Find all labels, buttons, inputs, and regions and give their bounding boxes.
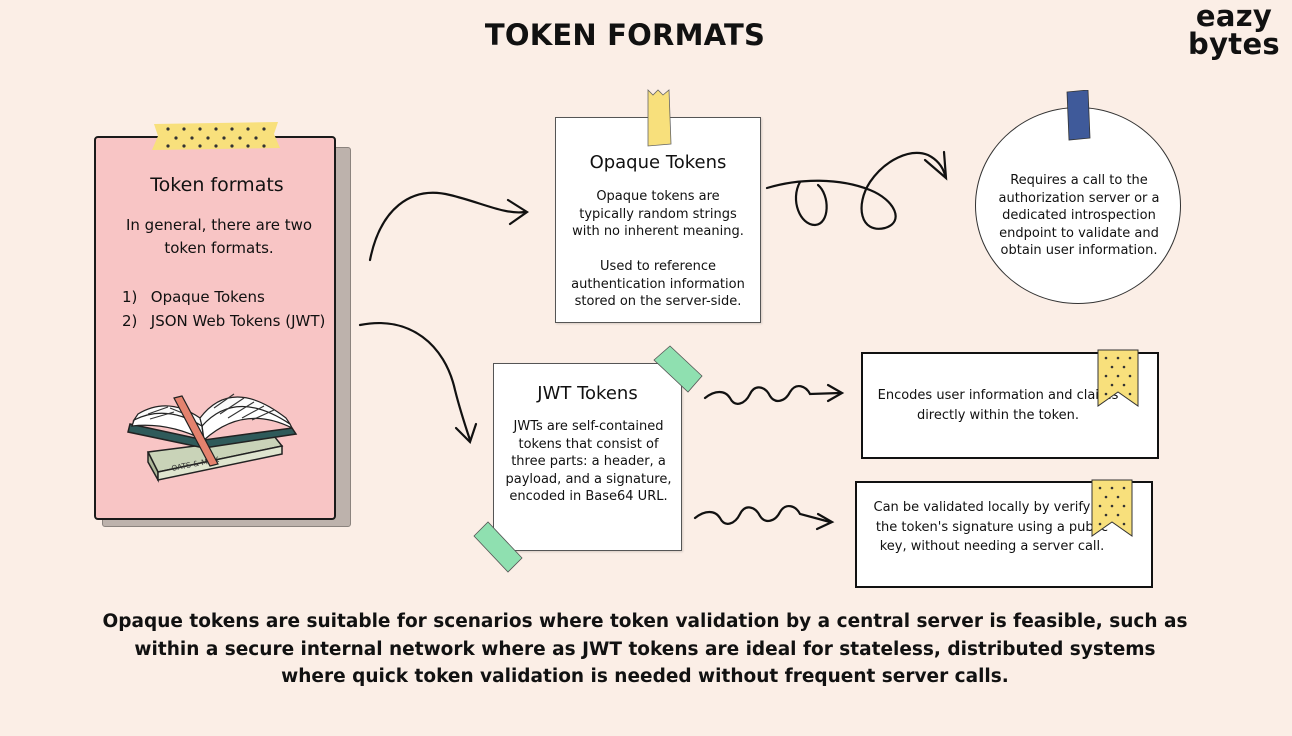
opaque-desc-2: Used to reference authentication informa…	[571, 259, 745, 309]
jwt-title: JWT Tokens	[537, 383, 638, 404]
arrow-to-jwt	[358, 322, 472, 442]
logo-line-1: eazy	[1195, 0, 1273, 33]
arrow-head	[506, 198, 529, 226]
jwt-tokens-note: JWT Tokens JWTs are self-contained token…	[493, 363, 682, 551]
arrow-to-opaque	[368, 191, 527, 262]
jwt-desc: JWTs are self-contained tokens that cons…	[505, 419, 672, 504]
bookmark-decoration	[1091, 479, 1133, 537]
book-icon: OATS & MILK	[127, 393, 298, 483]
arrow-to-box2	[693, 505, 832, 525]
list-label: Opaque Tokens	[150, 288, 265, 306]
tape-decoration	[647, 89, 672, 147]
arrow-head	[826, 383, 845, 403]
arrow-to-circle	[765, 151, 947, 230]
opaque-tokens-note: Opaque Tokens Opaque tokens are typicall…	[555, 117, 761, 323]
list-label: JSON Web Tokens (JWT)	[150, 312, 326, 330]
page-title: TOKEN FORMATS	[484, 18, 766, 52]
jwt-detail-1: Encodes user information and claims dire…	[877, 388, 1119, 423]
arrow-head	[815, 512, 835, 531]
arrow-head	[923, 150, 948, 181]
arrow-head	[454, 422, 478, 445]
bookmark-decoration	[1097, 349, 1139, 407]
opaque-detail-circle: Requires a call to the authorization ser…	[975, 107, 1181, 304]
card-title: Token formats	[150, 174, 284, 196]
opaque-title: Opaque Tokens	[589, 152, 727, 173]
arrow-to-box1	[703, 385, 842, 405]
opaque-detail: Requires a call to the authorization ser…	[998, 173, 1160, 258]
opaque-desc-1: Opaque tokens are typically random strin…	[572, 189, 744, 239]
list-number: 1)	[122, 288, 138, 306]
summary-text: Opaque tokens are suitable for scenarios…	[102, 611, 1188, 687]
card-intro: In general, there are two token formats.	[125, 216, 313, 257]
token-formats-card: Token formats In general, there are two …	[94, 136, 336, 520]
logo-line-2: bytes	[1188, 27, 1280, 61]
list-item: 1) Opaque Tokens	[122, 288, 265, 306]
eazybytes-logo: eazy bytes	[1186, 0, 1282, 61]
jwt-detail-2: Can be validated locally by verifying th…	[873, 500, 1111, 554]
list-item: 2) JSON Web Tokens (JWT)	[122, 312, 325, 330]
tape-decoration	[473, 521, 523, 573]
tape-decoration	[1066, 90, 1091, 141]
tape-decoration	[152, 122, 280, 150]
list-number: 2)	[122, 312, 138, 330]
tape-decoration	[653, 345, 703, 393]
